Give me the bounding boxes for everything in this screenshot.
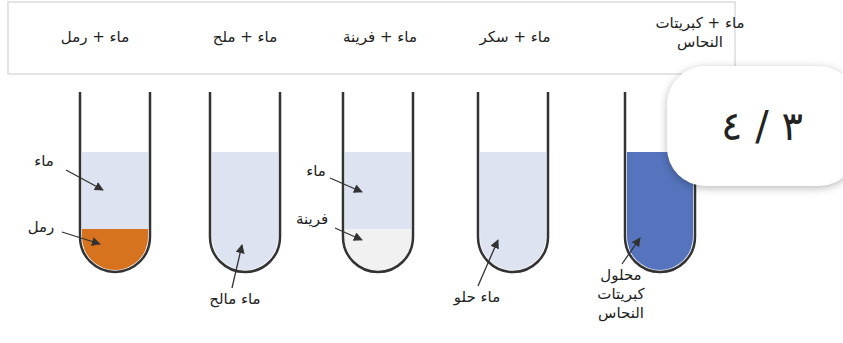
part-label: ماء حلو bbox=[436, 288, 518, 307]
water bbox=[345, 152, 411, 270]
page-badge: ٣ / ٤ bbox=[667, 66, 843, 186]
part-label: ماء مالح bbox=[190, 290, 280, 309]
leader-line bbox=[62, 232, 100, 244]
test-tube bbox=[80, 92, 150, 272]
header-label: ماء + رمل bbox=[40, 28, 150, 47]
salt-water bbox=[212, 152, 278, 270]
leader-line bbox=[478, 240, 498, 286]
header-label: ماء + سكر bbox=[455, 28, 575, 47]
header-strip bbox=[8, 2, 735, 74]
header-label: ماء + ملح bbox=[185, 28, 305, 47]
part-label: ماء bbox=[22, 152, 66, 171]
test-tube bbox=[343, 92, 413, 272]
water bbox=[82, 152, 148, 270]
header-label: ماء + كبريتات النحاس bbox=[655, 14, 745, 52]
part-label: رمل bbox=[18, 218, 64, 237]
part-label: فرينة bbox=[284, 210, 340, 229]
part-label: محلول كبريتات النحاس bbox=[578, 266, 664, 322]
leader-line bbox=[66, 170, 103, 190]
page-number: ٣ / ٤ bbox=[721, 103, 803, 149]
test-tube bbox=[210, 92, 280, 272]
leader-line bbox=[232, 245, 242, 288]
leader-line bbox=[622, 238, 640, 264]
part-label: ماء bbox=[296, 162, 336, 181]
leader-line bbox=[335, 228, 362, 240]
sweet-water bbox=[480, 152, 546, 270]
header-label: ماء + فرينة bbox=[315, 28, 445, 47]
leader-line bbox=[330, 178, 362, 192]
test-tube bbox=[478, 92, 548, 272]
